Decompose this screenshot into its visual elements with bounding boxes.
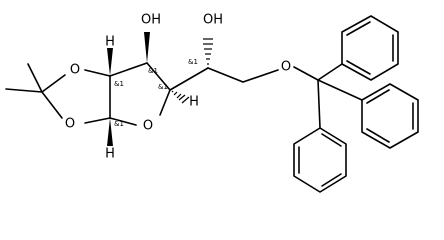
stereo-label-c3: &1 xyxy=(148,67,158,75)
bond-o-ring-c1 xyxy=(109,117,137,126)
structure-svg: OH OH O O O O H H H &1 &1 &1 &1 &1 xyxy=(5,12,419,193)
stereo-label-c5: &1 xyxy=(188,58,198,66)
bond-o-top-c2 xyxy=(84,69,111,77)
bond-c2-c3 xyxy=(109,62,148,77)
bond-ctr-ph2 xyxy=(317,79,363,101)
bond-cq-o-top xyxy=(41,74,66,93)
hash-c5-oh xyxy=(203,38,213,65)
bond-o-bottom-cq xyxy=(41,91,63,119)
bond-ctr-ph3 xyxy=(317,79,321,129)
bond-ctr-ph1 xyxy=(317,63,343,81)
bond-c4-c5 xyxy=(169,67,209,91)
molecule-diagram: OH OH O O O O H H H &1 &1 &1 &1 &1 xyxy=(5,12,419,193)
bond-c4-o-ring xyxy=(159,89,171,116)
bond-o-ether-ctr xyxy=(293,66,319,81)
atom-o-furanose: O xyxy=(143,119,153,134)
phenyl-ring-1 xyxy=(341,15,399,81)
wedge-c2-h xyxy=(107,48,113,76)
wedge-c1-h xyxy=(107,118,113,146)
bond-methyl-1 xyxy=(27,63,43,93)
bonds xyxy=(5,62,363,129)
bond-c5-c6 xyxy=(207,67,244,83)
atom-o-ring-bottom: O xyxy=(65,117,75,132)
atom-h-bottom: H xyxy=(105,147,115,162)
stereo-bonds xyxy=(107,32,213,146)
stereo-label-c2: &1 xyxy=(114,80,124,88)
bond-methyl-2 xyxy=(5,88,43,93)
stereo-descriptors: &1 &1 &1 &1 &1 xyxy=(114,58,198,128)
wedge-c3-oh xyxy=(144,32,150,63)
stereo-label-c4: &1 xyxy=(158,83,168,91)
bond-c1-o-bottom xyxy=(84,117,111,124)
phenyl-ring-2 xyxy=(361,83,419,149)
hash-c4-h xyxy=(171,90,190,104)
atom-o-ring-top: O xyxy=(70,63,80,78)
bond-c6-o-ether xyxy=(242,69,279,83)
stereo-label-c1: &1 xyxy=(114,120,124,128)
atom-o-ether: O xyxy=(281,60,291,75)
bond-c3-c4 xyxy=(146,62,171,91)
atom-h-c4: H xyxy=(189,95,199,110)
atom-h-top: H xyxy=(105,35,115,50)
atom-oh-left: OH xyxy=(141,13,161,28)
atom-oh-right: OH xyxy=(203,13,223,28)
atom-labels: OH OH O O O O H H H xyxy=(63,12,293,162)
phenyl-ring-3 xyxy=(293,127,347,193)
